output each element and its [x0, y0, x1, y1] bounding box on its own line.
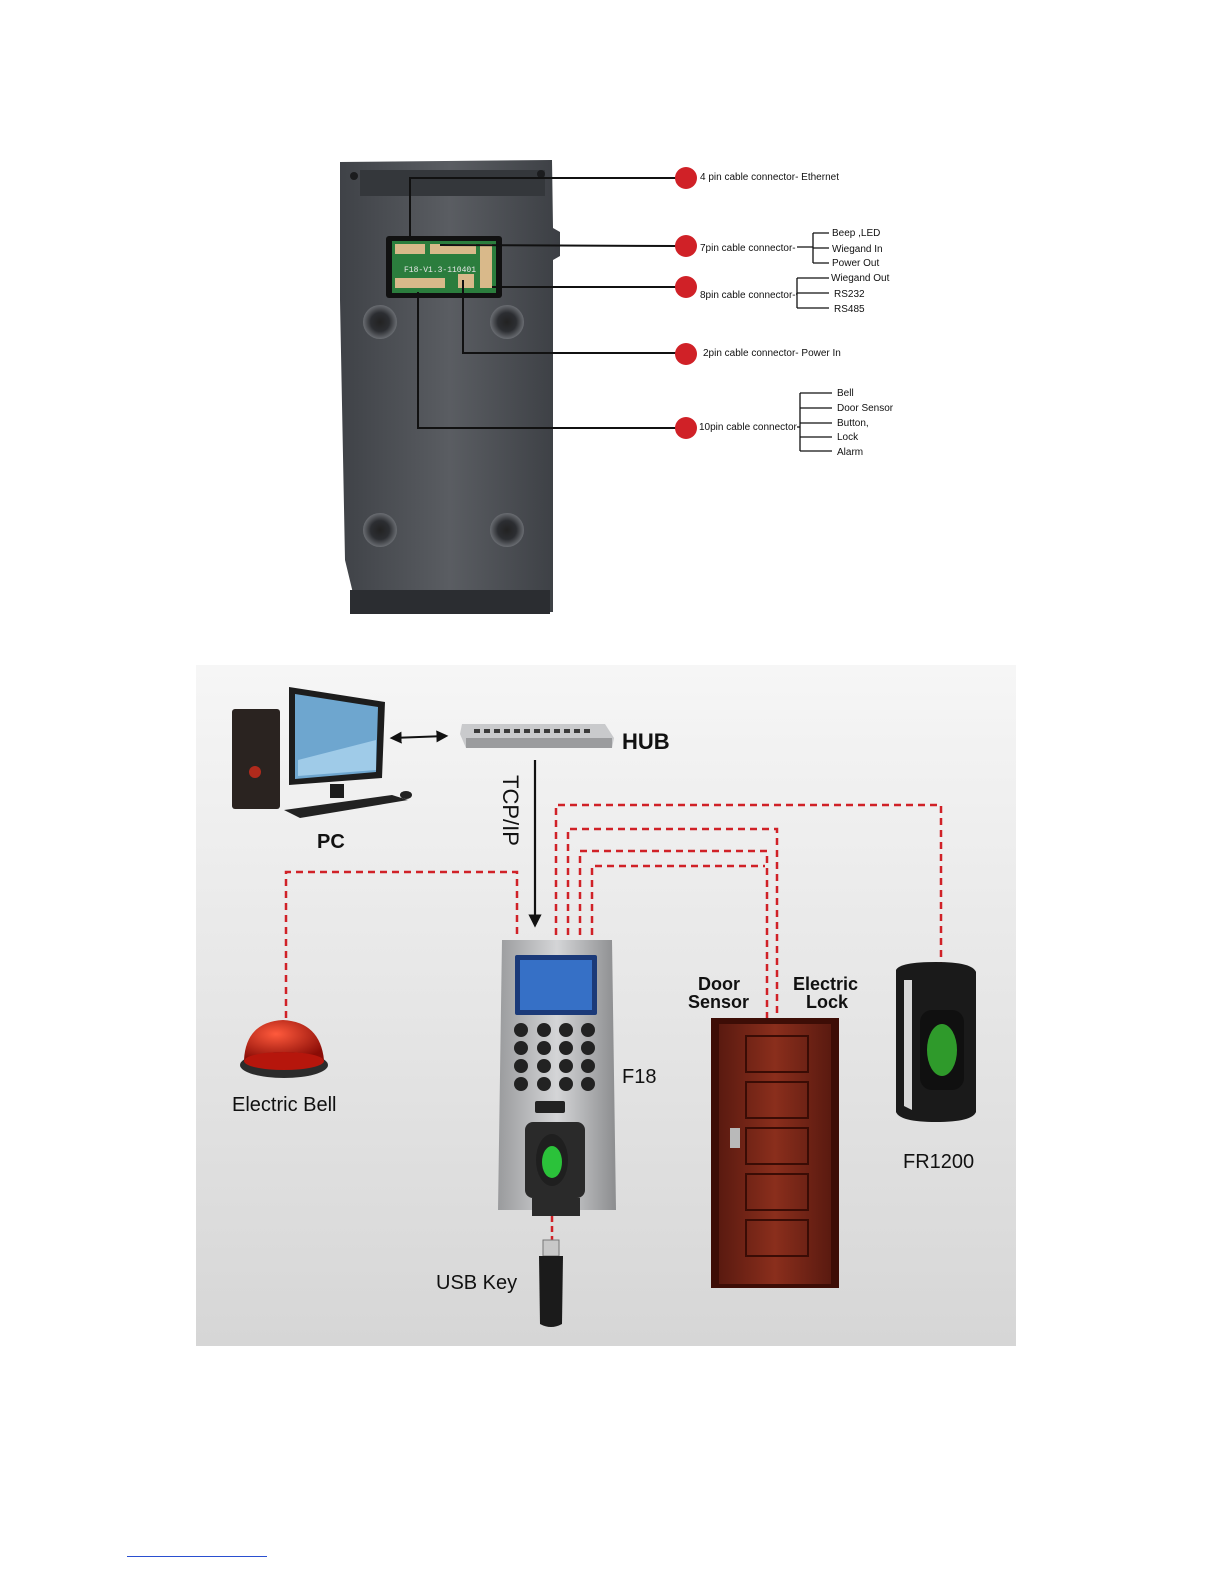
label-fr1200: FR1200 — [903, 1151, 974, 1173]
hub-icon — [460, 724, 614, 748]
label-pc: PC — [317, 831, 345, 853]
sub-bell: Bell — [837, 388, 854, 399]
bell-icon — [240, 1020, 328, 1078]
connector-dot-7pin — [675, 235, 697, 257]
label-door-sensor-2: Sensor — [688, 992, 749, 1012]
label-electric-lock-2: Lock — [806, 992, 849, 1012]
sub-rs485: RS485 — [834, 304, 865, 315]
label-2pin: 2pin cable connector- Power In — [703, 348, 841, 359]
connector-dot-2pin — [675, 343, 697, 365]
label-electric-lock-1: Electric — [793, 974, 858, 994]
diagram-background — [196, 665, 1016, 1346]
door-icon — [711, 1018, 839, 1288]
label-f18: F18 — [622, 1066, 656, 1088]
label-7pin: 7pin cable connector- — [700, 243, 796, 254]
label-ethernet: 4 pin cable connector- Ethernet — [700, 172, 839, 183]
label-8pin: 8pin cable connector- — [700, 290, 796, 301]
sub-door-sensor: Door Sensor — [837, 403, 894, 414]
f18-device-icon — [498, 940, 616, 1216]
connector-dot-8pin — [675, 276, 697, 298]
sub-power-out: Power Out — [832, 258, 879, 269]
sub-alarm: Alarm — [837, 447, 863, 458]
usb-key-icon — [539, 1216, 563, 1327]
sub-rs232: RS232 — [834, 289, 865, 300]
fingerprint-reader-icon — [896, 962, 976, 1122]
label-electric-bell: Electric Bell — [232, 1094, 336, 1116]
device-back-panel — [340, 160, 560, 614]
label-hub: HUB — [622, 729, 670, 754]
sub-beep-led: Beep ,LED — [832, 228, 880, 239]
pc-hub-arrow — [389, 730, 449, 744]
sub-button: Button, — [837, 418, 869, 429]
label-tcpip: TCP/IP — [498, 775, 523, 846]
back-panel-diagram: F18-V1.3-110401 4 pin cable connector- E… — [340, 160, 894, 614]
footnote-rule — [127, 1556, 267, 1557]
connector-dot-ethernet — [675, 167, 697, 189]
computer-icon — [232, 687, 412, 818]
label-10pin: 10pin cable connector- — [699, 422, 800, 433]
sub-lock: Lock — [837, 432, 859, 443]
connector-dot-10pin — [675, 417, 697, 439]
label-usb-key: USB Key — [436, 1272, 517, 1294]
brackets — [796, 232, 832, 452]
label-door-sensor-1: Door — [698, 974, 740, 994]
leader-lines — [409, 177, 677, 429]
sub-wiegand-in: Wiegand In — [832, 244, 883, 255]
board-label: F18-V1.3-110401 — [404, 266, 476, 275]
sub-wiegand-out: Wiegand Out — [831, 273, 890, 284]
dashed-wires — [284, 803, 943, 1018]
